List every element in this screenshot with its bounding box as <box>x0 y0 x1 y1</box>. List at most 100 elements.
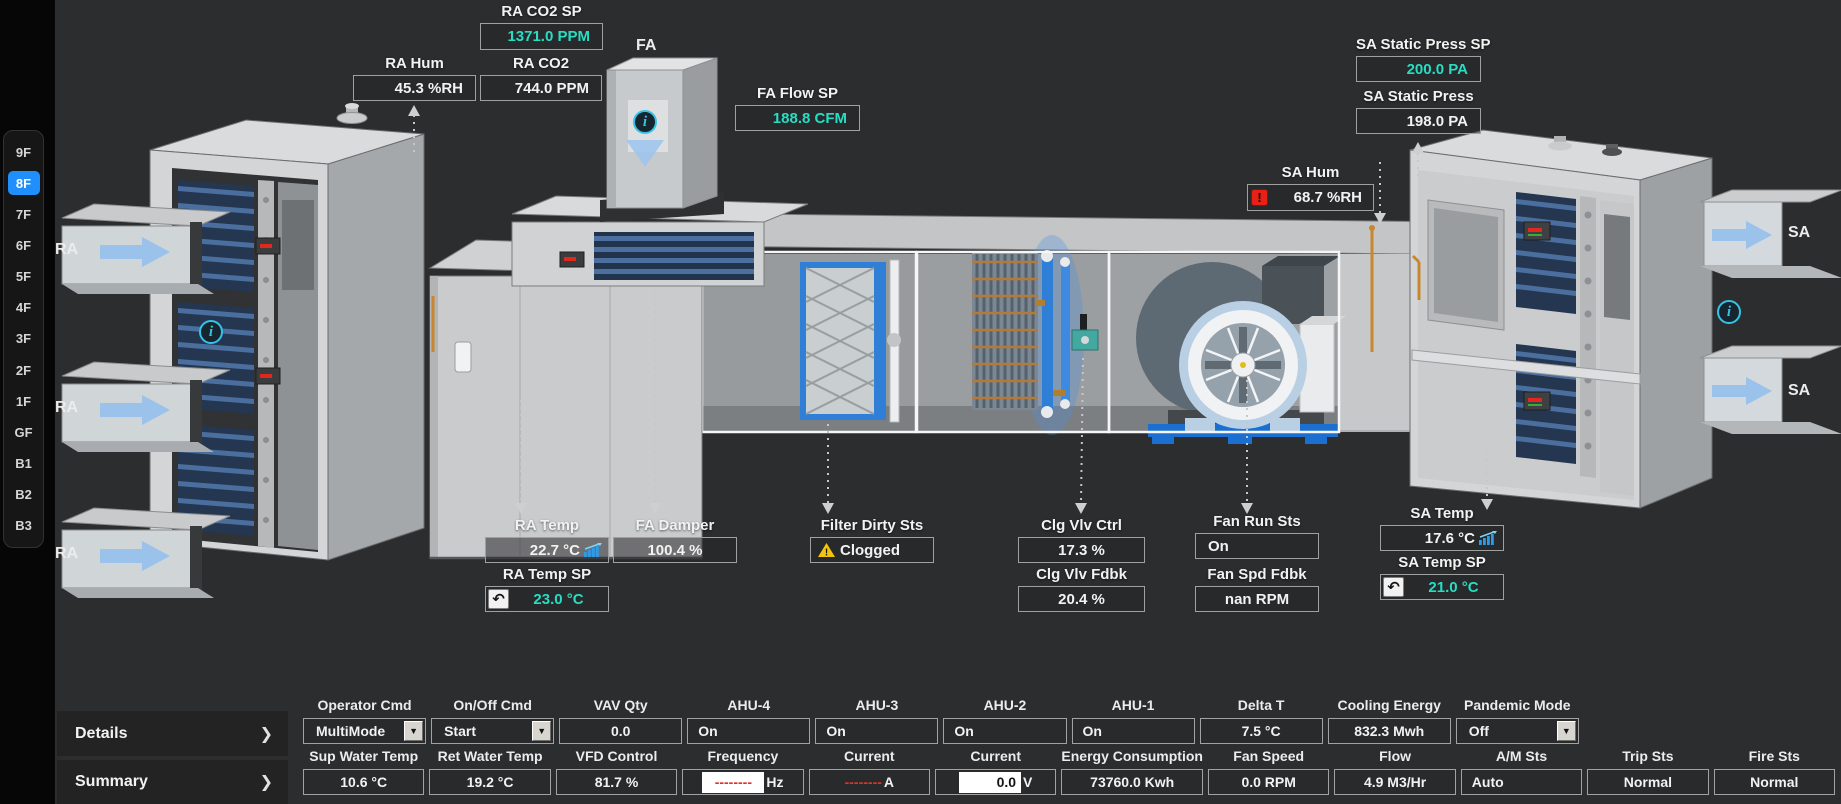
cell-vfd-control: VFD Control 81.7 % <box>555 748 678 795</box>
sup-water-temp-value: 10.6 °C <box>303 769 425 795</box>
onoff-cmd-select[interactable]: Start ▼ <box>431 718 555 744</box>
ra-duct-3 <box>61 507 231 598</box>
setpoint-undo-icon[interactable]: ↶ <box>488 589 509 609</box>
ahu-diagram <box>61 57 1841 598</box>
sa-temp-sp-value[interactable]: ↶ 21.0 °C <box>1380 574 1504 600</box>
sa-duct-2 <box>1699 345 1841 434</box>
floor-button-b1[interactable]: B1 <box>15 456 32 472</box>
ahu2-status: On <box>943 718 1067 744</box>
cooling-energy-value: 832.3 Mwh <box>1327 718 1451 744</box>
cell-ahu4: AHU-4 On <box>687 697 811 744</box>
current-v-value: 0.0 V <box>935 769 1057 795</box>
trend-chart-icon[interactable] <box>584 543 603 557</box>
sa-duct-label-1: SA <box>1788 224 1811 241</box>
sa-static-press-sp-value[interactable]: 200.0 PA <box>1356 56 1481 82</box>
trip-sts-value: Normal <box>1587 769 1709 795</box>
delta-t-value: 7.5 °C <box>1199 718 1323 744</box>
cell-ahu1: AHU-1 On <box>1071 697 1195 744</box>
leader-lines <box>413 115 1488 505</box>
floor-button-b3[interactable]: B3 <box>15 518 32 534</box>
annotation-filter-dirty-sts: Filter Dirty Sts ! Clogged <box>810 517 934 563</box>
fire-sts-value: Normal <box>1713 769 1835 795</box>
am-sts-value: Auto <box>1460 769 1583 795</box>
mixing-box <box>428 239 750 560</box>
info-icon[interactable]: i <box>199 320 223 344</box>
fa-flow-sp-value[interactable]: 188.8 CFM <box>735 105 860 131</box>
svg-text:!: ! <box>825 548 828 558</box>
fan-speed-value: 0.0 RPM <box>1207 769 1330 795</box>
alarm-icon: ! <box>1251 189 1268 206</box>
sa-static-press-value: 198.0 PA <box>1356 108 1481 134</box>
dropdown-arrow-icon[interactable]: ▼ <box>404 721 424 741</box>
floor-button-6f[interactable]: 6F <box>15 237 32 253</box>
current-v-input[interactable]: 0.0 <box>959 771 1022 793</box>
floor-button-9f[interactable]: 9F <box>15 144 32 160</box>
trend-chart-icon[interactable] <box>1479 531 1498 545</box>
left-cabinet <box>149 103 425 561</box>
leader-arrowheads <box>408 105 1493 514</box>
floor-button-1f[interactable]: 1F <box>15 393 32 409</box>
pandemic-mode-select[interactable]: Off ▼ <box>1455 718 1579 744</box>
annotation-fan-spd-fdbk: Fan Spd Fdbk nan RPM <box>1195 566 1319 612</box>
floor-button-2f[interactable]: 2F <box>15 362 32 378</box>
clg-vlv-fdbk-value: 20.4 % <box>1018 586 1145 612</box>
annotation-fan-run-sts: Fan Run Sts On <box>1195 513 1319 559</box>
cell-frequency: Frequency -------- Hz <box>682 748 804 795</box>
cell-fire-sts: Fire Sts Normal <box>1713 748 1835 795</box>
fan-section <box>1136 256 1346 444</box>
info-icon[interactable]: i <box>1717 300 1741 324</box>
cell-am-sts: A/M Sts Auto <box>1460 748 1583 795</box>
sa-temp-value[interactable]: 17.6 °C <box>1380 525 1504 551</box>
info-icon[interactable]: i <box>633 110 657 134</box>
floor-button-5f[interactable]: 5F <box>15 269 32 285</box>
ret-water-temp-value: 19.2 °C <box>429 769 551 795</box>
frequency-input[interactable]: -------- <box>702 771 765 793</box>
chevron-right-icon: ❯ <box>259 774 273 791</box>
floor-button-8f[interactable]: 8F <box>7 171 40 196</box>
annotation-fa-damper: FA Damper 100.4 % <box>613 517 737 563</box>
floor-button-4f[interactable]: 4F <box>15 300 32 316</box>
dropdown-arrow-icon[interactable]: ▼ <box>1556 721 1576 741</box>
vfd-control-value: 81.7 % <box>555 769 678 795</box>
floor-button-b2[interactable]: B2 <box>15 487 32 503</box>
annotation-sa-temp: SA Temp 17.6 °C <box>1380 505 1504 551</box>
cooling-coil-section <box>972 235 1099 435</box>
ra-hum-value: 45.3 %RH <box>353 75 476 101</box>
setpoint-undo-icon[interactable]: ↶ <box>1383 577 1404 597</box>
floor-sidebar: 9F 8F 7F 6F 5F 4F 3F 2F 1F GF B1 B2 B3 <box>3 130 44 548</box>
fa-damper-value: 100.4 % <box>613 537 737 563</box>
ra-co2-sp-value[interactable]: 1371.0 PPM <box>480 23 603 50</box>
ahu4-status: On <box>687 718 811 744</box>
cell-ahu3: AHU-3 On <box>815 697 939 744</box>
sa-duct-1 <box>1699 189 1841 278</box>
sa-duct-label-2: SA <box>1788 382 1811 399</box>
annotation-clg-vlv-ctrl: Clg Vlv Ctrl 17.3 % <box>1018 517 1145 563</box>
right-cabinet <box>1409 129 1713 509</box>
ahu1-status: On <box>1071 718 1195 744</box>
floor-button-7f[interactable]: 7F <box>15 206 32 222</box>
ahu3-status: On <box>815 718 939 744</box>
clg-vlv-ctrl-value: 17.3 % <box>1018 537 1145 563</box>
fan-spd-fdbk-value: nan RPM <box>1195 586 1319 612</box>
ra-temp-sp-value[interactable]: ↶ 23.0 °C <box>485 586 609 612</box>
cell-pandemic-mode: Pandemic Mode Off ▼ <box>1455 697 1579 744</box>
status-table-row-2: Sup Water Temp 10.6 °C Ret Water Temp 19… <box>303 748 1835 795</box>
operator-cmd-select[interactable]: MultiMode ▼ <box>303 718 427 744</box>
floor-button-3f[interactable]: 3F <box>15 331 32 347</box>
dropdown-arrow-icon[interactable]: ▼ <box>532 721 552 741</box>
filter-section <box>800 259 901 423</box>
status-table-row-1: Operator Cmd MultiMode ▼ On/Off Cmd Star… <box>303 697 1835 744</box>
ra-temp-value[interactable]: 22.7 °C <box>485 537 609 563</box>
cell-energy-consumption: Energy Consumption 73760.0 Kwh <box>1061 748 1203 795</box>
flow-value: 4.9 M3/Hr <box>1334 769 1456 795</box>
summary-button[interactable]: Summary ❯ <box>57 760 288 804</box>
annotation-ra-hum: RA Hum 45.3 %RH <box>353 55 476 101</box>
cell-current-v: Current 0.0 V <box>935 748 1057 795</box>
annotation-ra-temp-sp: RA Temp SP ↶ 23.0 °C <box>485 566 609 612</box>
warning-icon: ! <box>818 543 835 557</box>
annotation-sa-temp-sp: SA Temp SP ↶ 21.0 °C <box>1380 554 1504 600</box>
details-button[interactable]: Details ❯ <box>57 711 288 756</box>
annotation-sa-static-press-sp: SA Static Press SP 200.0 PA <box>1356 36 1491 82</box>
cell-ahu2: AHU-2 On <box>943 697 1067 744</box>
floor-button-gf[interactable]: GF <box>14 424 33 440</box>
